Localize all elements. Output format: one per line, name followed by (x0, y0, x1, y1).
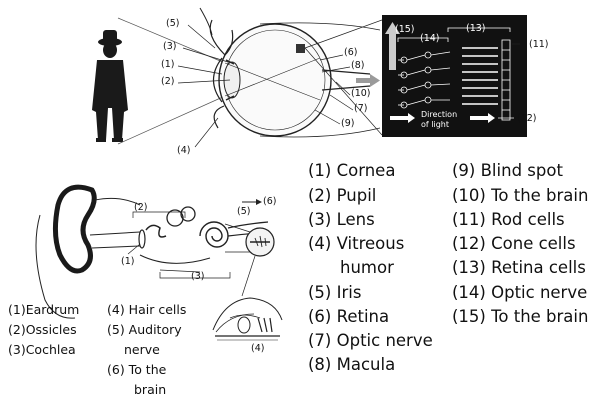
ear-legend-item-5: (5) Auditory (107, 322, 182, 337)
ear-legend-item-6: (6) To the (107, 362, 167, 377)
ear-callout-5-nerve: (5) (237, 206, 251, 217)
callout-8-macula: (8) (351, 60, 365, 71)
eye-legend-item-12: (12) Cone cells (452, 234, 576, 253)
eye-legend-item-10: (10) To the brain (452, 186, 589, 205)
ear-to-brain-arrow (242, 199, 262, 205)
callout-7-optic-nerve: (7) (354, 103, 368, 114)
ear-callout-3-cochlea: (3) (191, 271, 205, 282)
eye-legend-item-2: (2) Pupil (308, 186, 377, 205)
callout-15-to-brain: (15) (395, 24, 415, 35)
eye-legend-item-7: (7) Optic nerve (308, 331, 433, 350)
ear-callout-2-ossicles: (2) (134, 202, 148, 213)
hair-cell-inset (212, 297, 283, 341)
callout-9-blind-spot: (9) (341, 118, 355, 129)
eye-legend-item-1: (1) Cornea (308, 161, 396, 180)
callout-3-lens: (3) (163, 41, 177, 52)
eye-legend-item-8: (8) Macula (308, 355, 396, 374)
eye-legend-item-6: (6) Retina (308, 307, 390, 326)
callout-13-retina-cells: (13) (466, 23, 486, 34)
to-brain-arrow (356, 74, 380, 87)
ear-callout-1-eardrum: (1) (121, 256, 135, 267)
callout-12-cone-cells: (12) (517, 113, 537, 124)
eye-legend-item-13: (13) Retina cells (452, 258, 586, 277)
eye-legend-item-9: (9) Blind spot (452, 161, 563, 180)
eye-legend-item-11: (11) Rod cells (452, 210, 565, 229)
ear-legend-item-6-cont: brain (134, 382, 167, 397)
ear-callout-6-to-brain: (6) (263, 196, 277, 207)
ear-cross-section (35, 184, 275, 319)
eye-legend-item-15: (15) To the brain (452, 307, 589, 326)
ear-legend-item-4: (4) Hair cells (107, 302, 187, 317)
callout-14-optic-nerve: (14) (420, 33, 440, 44)
eye-legend-item-14: (14) Optic nerve (452, 283, 588, 302)
callout-11-rod-cells: (11) (529, 39, 549, 50)
person-silhouette-icon (92, 30, 128, 142)
callout-6-retina: (6) (344, 47, 358, 58)
callout-2-pupil: (2) (161, 76, 175, 87)
ear-legend-item-1: (1)Eardrum (8, 302, 80, 317)
callout-10-to-brain: (10) (351, 88, 371, 99)
ear-callout-4-hair-cells: (4) (251, 343, 265, 354)
ear-legend-item-5-cont: nerve (124, 342, 160, 357)
direction-of-light-line1: Direction (421, 110, 458, 119)
ear-legend-item-3: (3)Cochlea (8, 342, 76, 357)
eye-legend-item-4-cont: humor (340, 258, 394, 277)
callout-1-cornea: (1) (161, 59, 175, 70)
direction-of-light-line2: of light (421, 120, 449, 129)
eye-legend-item-3: (3) Lens (308, 210, 375, 229)
ear-legend-item-2: (2)Ossicles (8, 322, 77, 337)
callout-5-iris: (5) (166, 18, 180, 29)
callout-4-vitreous: (4) (177, 145, 191, 156)
eye-leader-lines (177, 19, 383, 148)
eye-legend-item-4: (4) Vitreous (308, 234, 405, 253)
retina-inset (382, 15, 527, 137)
eye-legend-item-5: (5) Iris (308, 283, 362, 302)
